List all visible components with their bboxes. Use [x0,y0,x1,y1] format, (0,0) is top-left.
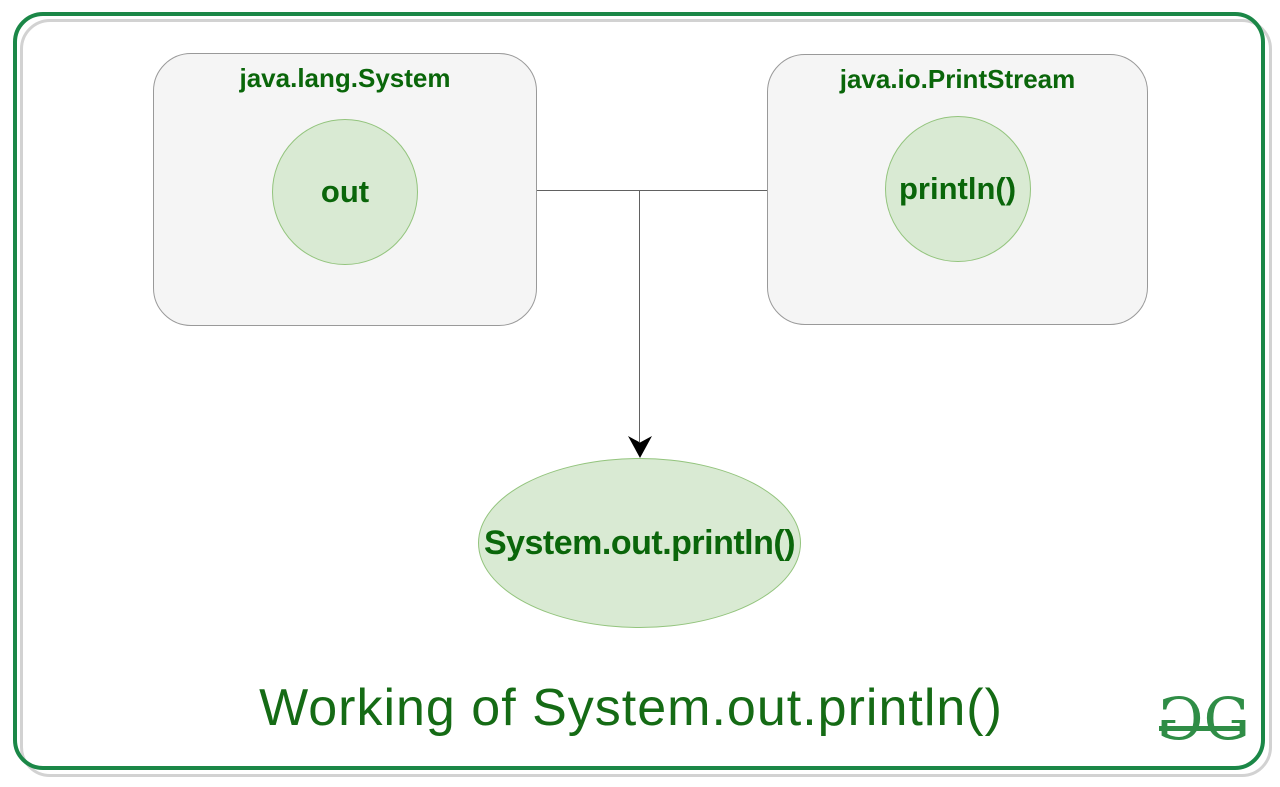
class-box-title: java.lang.System [239,63,451,93]
logo-g: G [1203,685,1250,753]
member-label: out [320,174,370,209]
geeksforgeeks-logo-icon: GG [1159,685,1250,753]
connector-horizontal-line [537,190,767,191]
logo-mirrored-g: G [1161,685,1204,753]
result-ellipse: System.out.println() [478,458,801,628]
frame-border [13,12,1265,770]
diagram-caption: Working of System.out.println() [259,679,1003,737]
class-box-java-io-printstream: java.io.PrintStream println() [767,54,1148,325]
logo-strikethrough-bar [1159,726,1244,731]
class-box-title: java.io.PrintStream [839,64,1076,94]
member-circle-println: println() [884,116,1031,262]
arrow-down-icon [628,436,652,458]
result-label: System.out.println() [483,523,796,562]
connector-vertical-line [639,190,640,442]
class-box-java-lang-system: java.lang.System out [153,53,537,326]
member-label: println() [898,171,1017,206]
member-circle-out: out [272,119,418,265]
frame-shadow [20,19,1272,777]
